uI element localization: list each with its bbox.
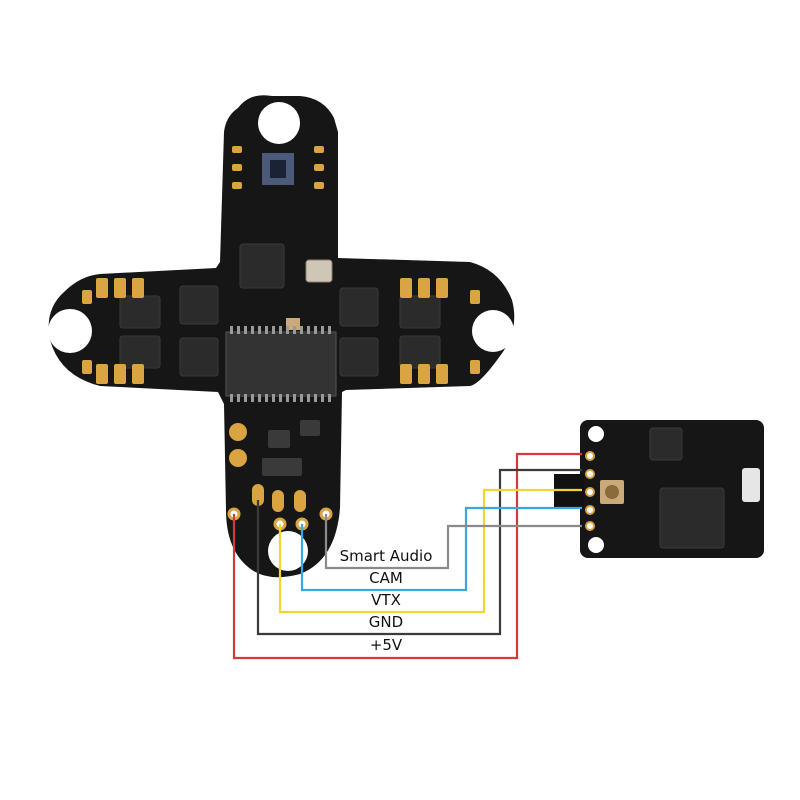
vtx-chip-small — [649, 427, 683, 461]
fc-mount-hole-top — [258, 102, 300, 144]
wire-smart-audio — [324, 514, 582, 570]
vtx-mount-hole-bottom — [588, 537, 604, 553]
label-gnd: GND — [369, 613, 403, 631]
label-plus5v: +5V — [370, 636, 403, 654]
vtx-board — [554, 420, 764, 558]
fc-motor-pads — [82, 278, 480, 384]
vtx-mount-hole-top — [588, 426, 604, 442]
label-smart-audio: Smart Audio — [340, 547, 433, 565]
flight-controller-board — [48, 95, 515, 578]
fc-main-ic — [225, 326, 337, 402]
wires — [232, 452, 582, 660]
vtx-wire-pads — [585, 451, 595, 531]
wire-cam — [300, 506, 582, 592]
fc-mount-hole-left — [48, 309, 92, 353]
wire-vtx — [278, 488, 582, 614]
label-vtx: VTX — [371, 591, 401, 609]
fc-mount-hole-right — [472, 310, 514, 352]
vtx-connector-side — [742, 468, 760, 502]
fc-crystal — [305, 259, 333, 283]
fc-mount-hole-bottom — [268, 531, 308, 571]
label-cam: CAM — [369, 569, 403, 587]
fc-small-components — [262, 420, 320, 476]
wire-gnd — [256, 468, 582, 636]
fc-top-pads — [232, 146, 324, 189]
wire-labels: Smart Audio CAM VTX GND +5V — [340, 547, 433, 654]
vtx-chip-main — [659, 487, 725, 549]
fc-chips — [119, 243, 441, 377]
wire-plus5v — [232, 452, 582, 660]
